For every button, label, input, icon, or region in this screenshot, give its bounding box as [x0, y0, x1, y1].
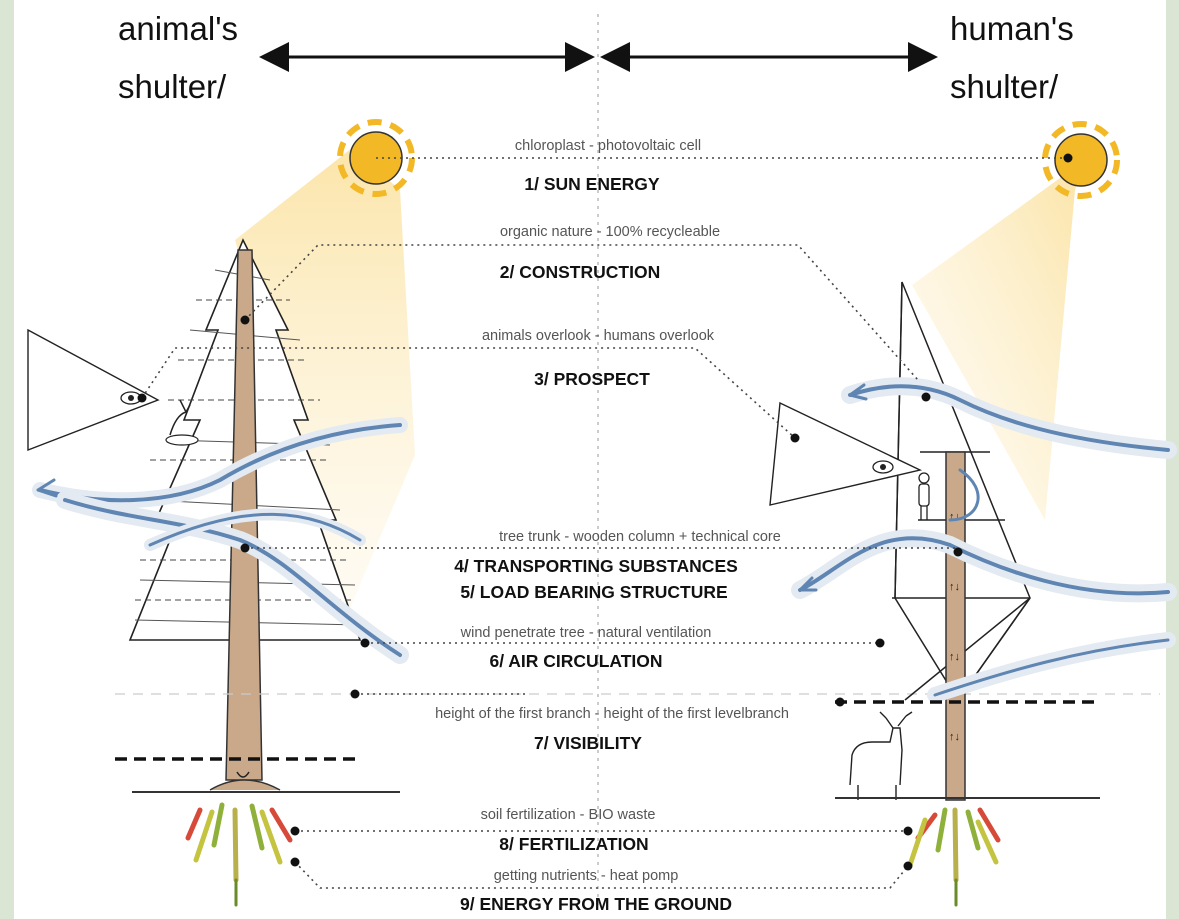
human-eye-icon [873, 461, 893, 473]
item-9-title: 9/ ENERGY FROM THE GROUND [460, 894, 732, 914]
item-5-title: 5/ LOAD BEARING STRUCTURE [460, 582, 727, 602]
item-6-subtitle: wind penetrate tree - natural ventilatio… [460, 625, 712, 641]
left-root-arrows [188, 805, 290, 905]
right-header-line1: human's [950, 10, 1074, 47]
item-2-subtitle: organic nature - 100% recycleable [500, 224, 720, 240]
item-1-subtitle: chloroplast - photovoltaic cell [515, 138, 701, 154]
svg-text:↑↓: ↑↓ [949, 581, 960, 593]
right-header-line2: shulter/ [950, 68, 1059, 105]
deer-icon [850, 712, 912, 800]
left-header-line1: animal's [118, 10, 238, 47]
item-4-title: 4/ TRANSPORTING SUBSTANCES [454, 556, 738, 576]
svg-text:↑↓: ↑↓ [949, 731, 960, 743]
item-7-title: 7/ VISIBILITY [534, 733, 642, 753]
item-1-title: 1/ SUN ENERGY [524, 174, 659, 194]
item-9-subtitle: getting nutrients - heat pomp [494, 868, 679, 884]
animal-view-cone [28, 330, 158, 450]
feature-labels: chloroplast - photovoltaic cell 1/ SUN E… [435, 138, 789, 914]
item-2-title: 2/ CONSTRUCTION [500, 262, 660, 282]
right-root-arrows [910, 810, 998, 905]
item-7-subtitle: height of the first branch - height of t… [435, 706, 789, 722]
left-header-line2: shulter/ [118, 68, 227, 105]
item-8-title: 8/ FERTILIZATION [499, 834, 648, 854]
item-4-subtitle: tree trunk - wooden column + technical c… [499, 529, 781, 545]
svg-text:↑↓: ↑↓ [949, 651, 960, 663]
item-8-subtitle: soil fertilization - BIO waste [481, 807, 656, 823]
item-3-subtitle: animals overlook - humans overlook [482, 328, 715, 344]
wooden-column [946, 452, 965, 800]
left-margin-texture [0, 0, 14, 919]
item-6-title: 6/ AIR CIRCULATION [489, 651, 662, 671]
item-3-title: 3/ PROSPECT [534, 369, 650, 389]
right-margin-texture [1166, 0, 1179, 919]
